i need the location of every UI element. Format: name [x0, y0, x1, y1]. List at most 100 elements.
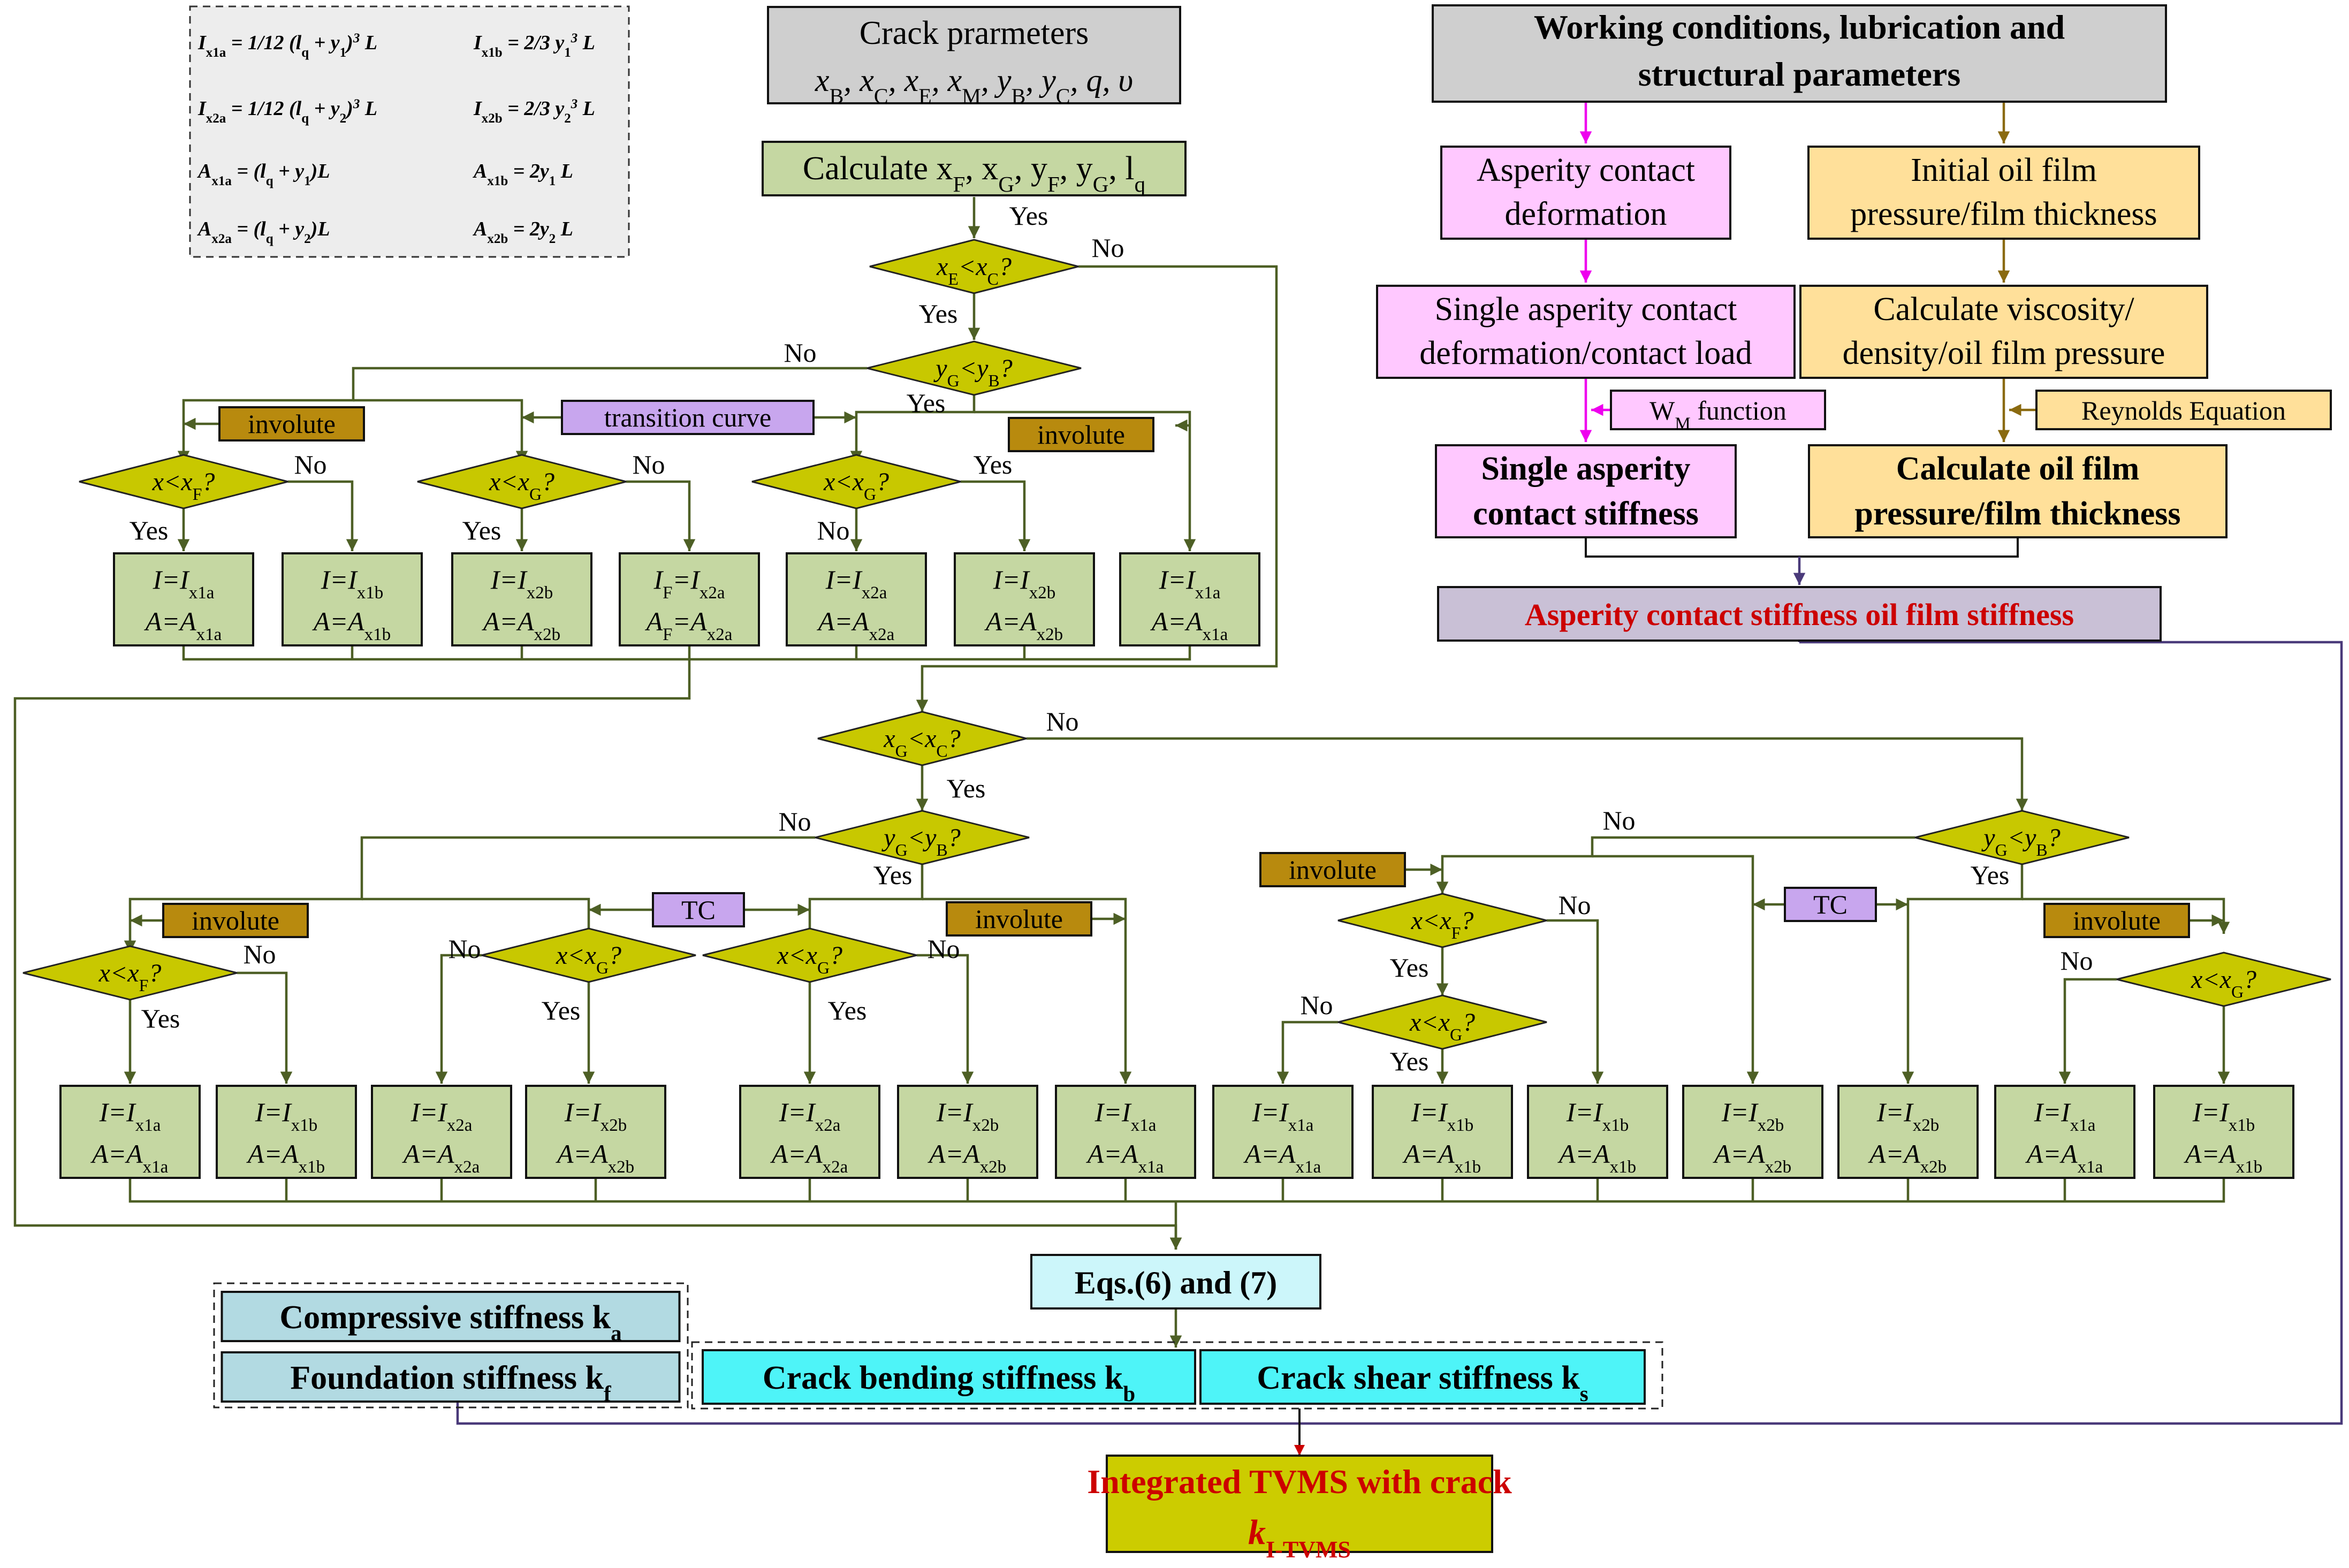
decision-x-xF-1-label: x<xF?	[152, 468, 215, 504]
no-label: No	[1300, 990, 1333, 1020]
connector	[2058, 978, 2117, 1084]
decision-yG-yB-lower-left-label: yG<yB?	[881, 824, 960, 859]
decision-x-xG-1	[417, 454, 627, 509]
asperity-deformation-line2: deformation	[1504, 196, 1667, 232]
involute-tag	[1008, 417, 1154, 452]
connector	[1592, 855, 1759, 1084]
result-box-lower-3-I: I=Ix2a	[410, 1097, 473, 1135]
yes-label: Yes	[130, 515, 169, 545]
wm-function-label: WM function	[1649, 395, 1787, 433]
decision-x-xG-3-label: x<xG?	[556, 941, 621, 977]
decision-yG-yB-upper-label: yG<yB?	[933, 354, 1012, 390]
result-box-lower-7	[1055, 1085, 1196, 1179]
reynolds-label: Reynolds Equation	[2081, 395, 2286, 425]
connector	[961, 480, 1031, 551]
single-stiffness-line2: contact stiffness	[1473, 496, 1699, 532]
calculate-label: Calculate xF, xG, yF, yG, lq	[803, 150, 1145, 196]
tc-tag-label: TC	[1813, 889, 1848, 919]
no-label: No	[1091, 233, 1124, 263]
calc-oil-line1: Calculate oil film	[1896, 451, 2140, 487]
connector	[922, 897, 1132, 1084]
crack-shear-box	[1199, 1349, 1646, 1405]
result-box-lower-13	[1994, 1085, 2135, 1179]
decision-yG-yB-lower-left	[815, 810, 1030, 865]
result-box-lower-11	[1682, 1085, 1823, 1179]
decision-x-xF-3-label: x<xF?	[1411, 907, 1474, 942]
eqs-box	[1030, 1254, 1321, 1310]
connector	[288, 480, 359, 551]
decision-xE-xC-label: xE<xC?	[936, 253, 1012, 288]
connector	[1436, 836, 1915, 894]
formula-7: Ax2a = (lq + y2)L	[197, 218, 330, 246]
no-label: No	[784, 338, 816, 368]
single-stiffness-line1: Single asperity	[1481, 451, 1691, 487]
formula-2: Ix1b = 2/3 y13 L	[473, 31, 595, 60]
foundation-label: Foundation stiffness kf	[290, 1360, 612, 1406]
result-box-upper-6-A: A=Ax2b	[984, 606, 1063, 644]
asperity-deformation-box	[1440, 146, 1731, 240]
yes-label: Yes	[1390, 953, 1429, 983]
formula-6: Ax1b = 2y1 L	[473, 160, 573, 188]
result-box-lower-14-A: A=Ax1b	[2184, 1139, 2262, 1177]
result-box-upper-5-I: I=Ix2a	[825, 565, 887, 603]
result-box-lower-6	[897, 1085, 1038, 1179]
formula-box	[189, 5, 630, 258]
result-box-upper-5-A: A=Ax2a	[817, 606, 895, 644]
no-label: No	[243, 939, 276, 969]
result-box-lower-7-I: I=Ix1a	[1094, 1097, 1157, 1135]
result-box-lower-13-I: I=Ix1a	[2034, 1097, 2096, 1135]
involute-tag	[162, 903, 309, 938]
involute-tag-label: involute	[975, 904, 1063, 934]
connector	[1585, 537, 2019, 558]
yes-label: Yes	[1971, 860, 2010, 890]
integrated-line1: Integrated TVMS with crack	[1087, 1463, 1512, 1501]
result-box-lower-14-I: I=Ix1b	[2192, 1097, 2255, 1135]
result-box-lower-10-A: A=Ax1b	[1557, 1139, 1636, 1177]
result-box-upper-4-I: IF=Ix2a	[653, 565, 725, 603]
result-box-lower-14	[2153, 1085, 2294, 1179]
no-label: No	[817, 515, 849, 545]
decision-x-xF-1	[79, 454, 288, 509]
result-box-lower-9	[1372, 1085, 1513, 1179]
result-box-upper-4-A: AF=Ax2a	[645, 606, 733, 644]
yes-label: Yes	[974, 450, 1013, 479]
connector	[1902, 864, 2024, 1084]
crack-bending-box	[702, 1349, 1196, 1405]
asperity-oil-label: Asperity contact stiffness oil film stif…	[1525, 597, 2074, 632]
decision-x-xG-6	[2116, 952, 2331, 1007]
connector	[850, 395, 976, 463]
no-label: No	[294, 450, 326, 479]
calculate-box	[762, 141, 1187, 196]
result-box-lower-4	[525, 1085, 666, 1179]
no-label: No	[1602, 805, 1635, 835]
connector	[435, 954, 482, 1084]
no-label: No	[2060, 946, 2093, 976]
crack-parameters-title: Crack prarmeters	[860, 15, 1089, 51]
calc-oil-box	[1808, 444, 2228, 538]
decision-x-xG-1-label: x<xG?	[489, 468, 554, 504]
no-label: No	[448, 934, 481, 964]
connector	[917, 954, 974, 1084]
foundation-box	[221, 1351, 681, 1403]
connector	[182, 645, 1191, 661]
result-box-upper-2-I: I=Ix1b	[321, 565, 384, 603]
single-stiffness-box	[1435, 444, 1737, 538]
yes-label: Yes	[141, 1003, 180, 1033]
connector	[626, 480, 696, 551]
result-box-upper-6	[954, 552, 1095, 646]
result-box-lower-12	[1837, 1085, 1979, 1179]
crack-bending-label: Crack bending stiffness kb	[763, 1360, 1135, 1406]
result-box-lower-3-A: A=Ax2a	[402, 1139, 480, 1177]
initial-oil-line1: Initial oil film	[1911, 152, 2097, 188]
calc-oil-line2: pressure/film thickness	[1854, 496, 2180, 532]
result-box-lower-9-A: A=Ax1b	[1402, 1139, 1481, 1177]
no-label: No	[632, 450, 665, 479]
decision-yG-yB-lower-right	[1914, 810, 2130, 865]
involute-tag	[2043, 903, 2190, 938]
result-box-lower-4-A: A=Ax2b	[556, 1139, 634, 1177]
result-box-upper-4	[619, 552, 760, 646]
involute-tag-label: involute	[1037, 420, 1125, 450]
